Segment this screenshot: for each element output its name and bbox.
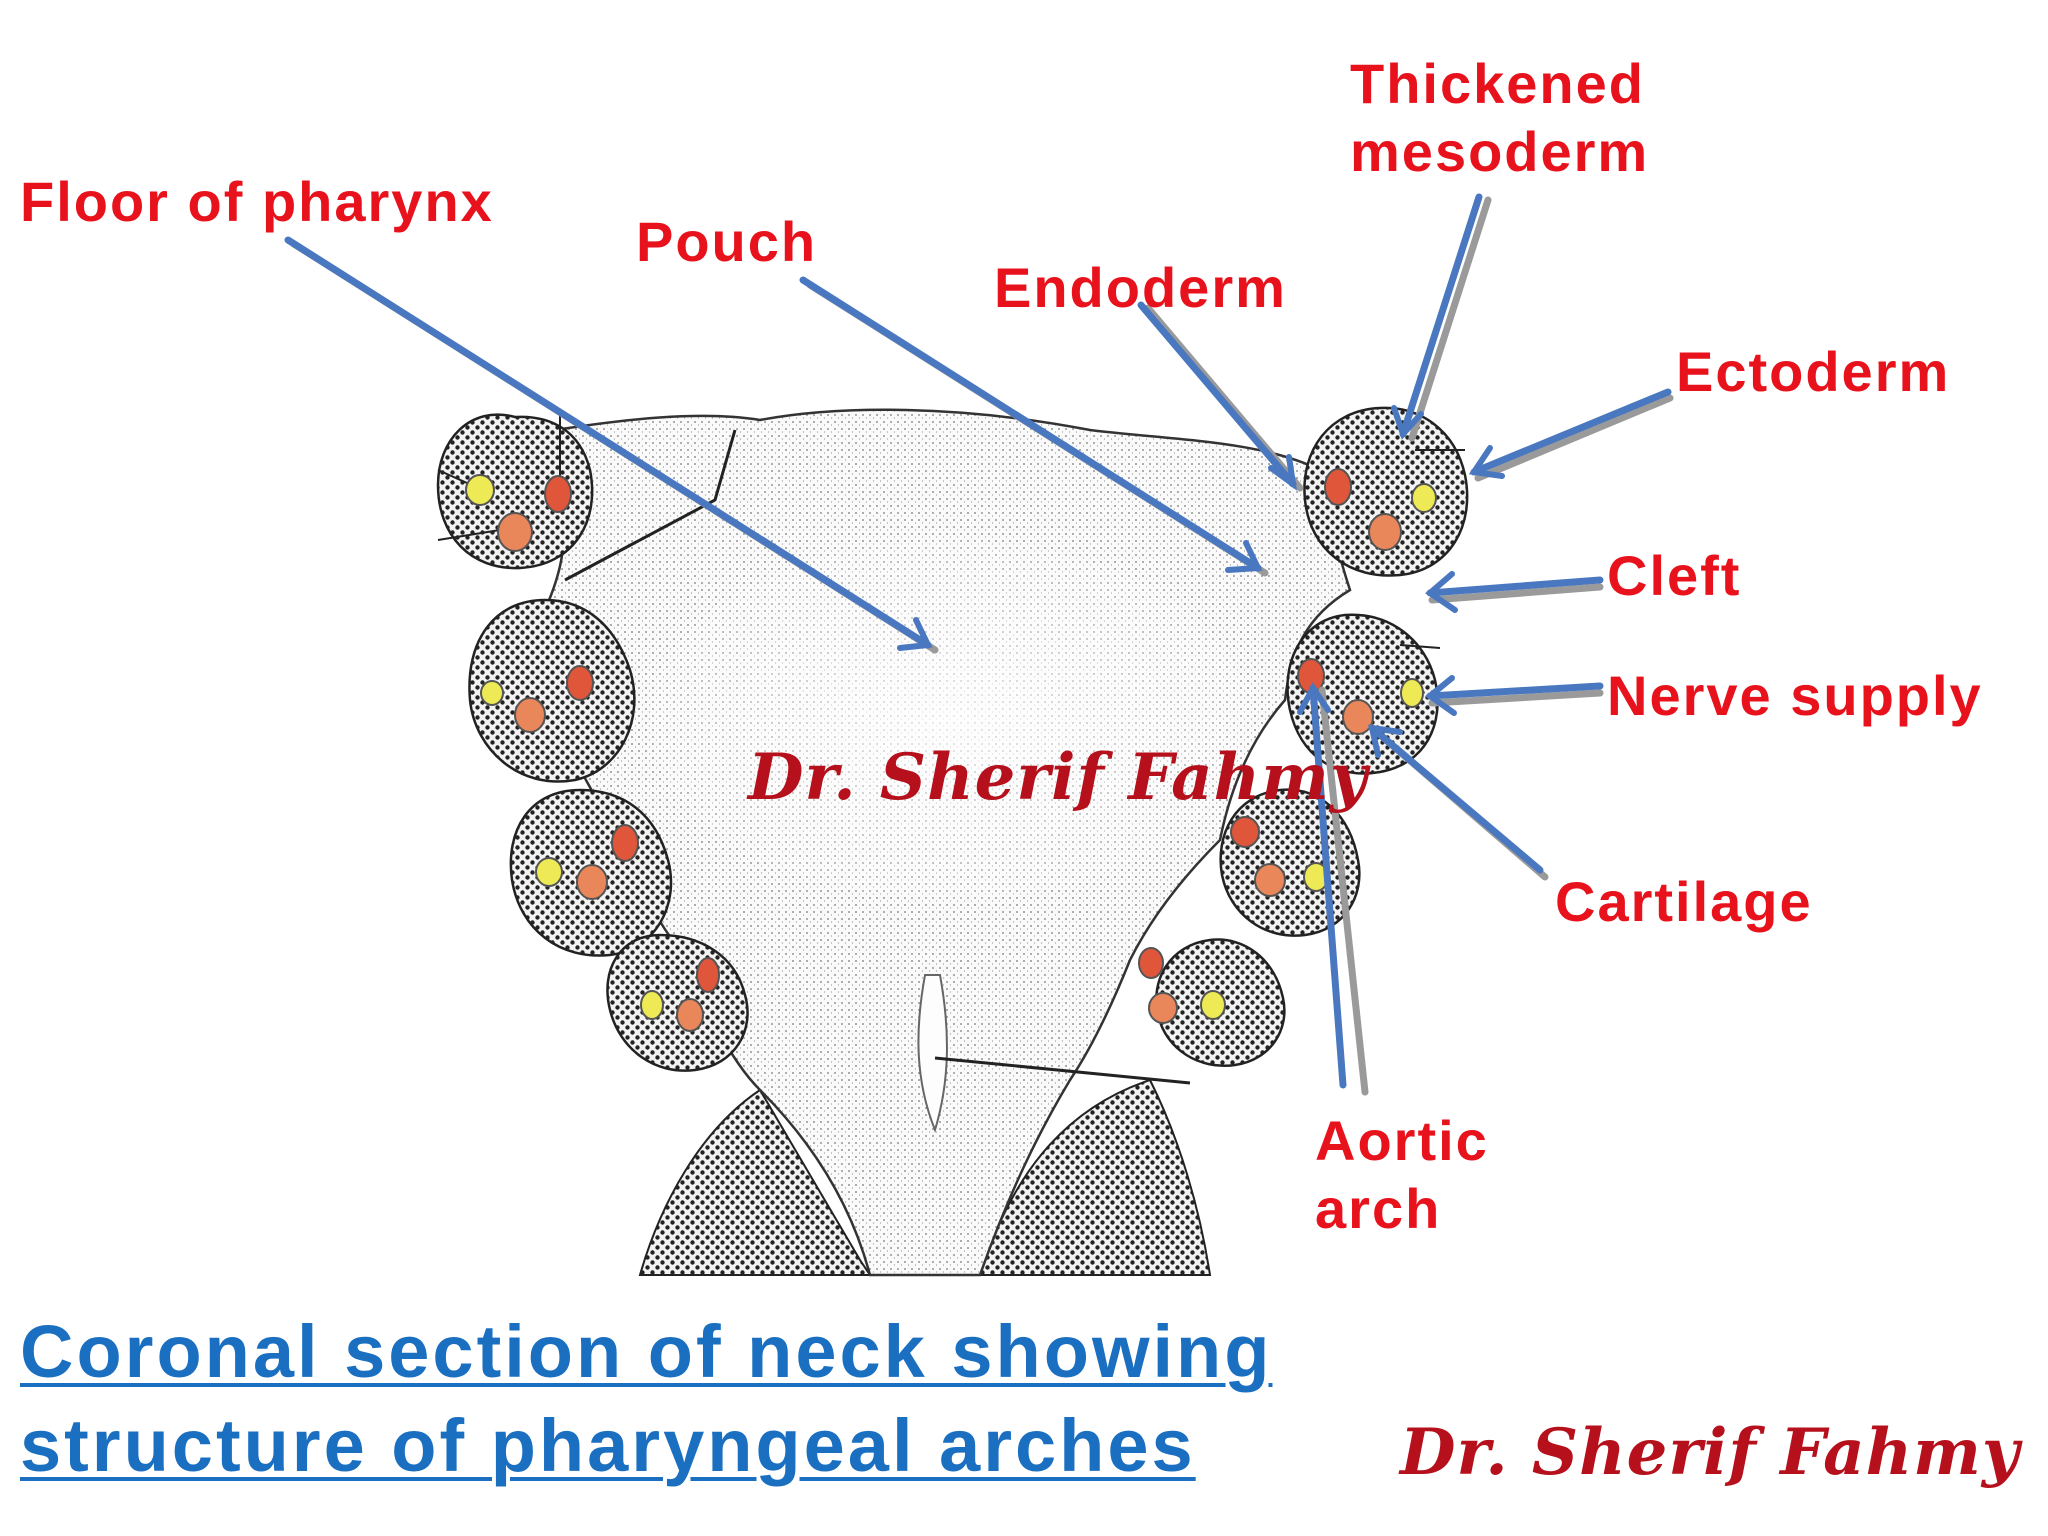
arrow-aortic-arch (1297, 682, 1369, 1096)
central-shading (650, 540, 1250, 900)
figure-caption: Coronal section of neck showing structur… (20, 1310, 1273, 1487)
right-arch-4-contents (1138, 947, 1226, 1024)
right-arch-tick-2 (1399, 644, 1441, 649)
label-nerve-supply: Nerve supply (1607, 664, 1983, 727)
arrow-endoderm (1137, 301, 1304, 492)
label-floor-of-pharynx: Floor of pharynx (20, 170, 494, 233)
watermark-bottom: Dr. Sherif Fahmy (1400, 1415, 2021, 1490)
left-arch-1 (436, 413, 594, 570)
arrow-pouch (799, 276, 1269, 577)
arrow-nerve-supply (1425, 675, 1604, 716)
right-arch-3-contents (1230, 816, 1329, 897)
label-pouch: Pouch (636, 210, 818, 273)
label-endoderm: Endoderm (994, 256, 1287, 319)
label-ectoderm: Ectoderm (1676, 340, 1951, 403)
arrow-cleft (1425, 571, 1604, 613)
label-aortic-arch: Aortic arch (1315, 1109, 1489, 1240)
left-arch-2 (468, 598, 636, 783)
slit-pointer-line (934, 1056, 1191, 1085)
left-upper-lines (564, 429, 737, 582)
left-arch-2-contents (480, 665, 594, 733)
watermark-center: Dr. Sherif Fahmy (748, 740, 1369, 815)
arrow-cartilage (1368, 724, 1549, 881)
right-arch-2-contents (1297, 658, 1424, 735)
arrow-thickened-mesoderm (1391, 193, 1492, 442)
arrow-floor-of-pharynx (284, 236, 939, 654)
label-cartilage: Cartilage (1555, 870, 1813, 933)
right-arch-1-contents (1324, 468, 1437, 551)
left-arch-3-contents (535, 824, 639, 900)
laryngeal-slit (917, 974, 948, 1134)
left-arch-tick-2 (437, 529, 501, 541)
left-arch-4-contents (640, 957, 720, 1032)
left-arch-1-contents (465, 474, 572, 552)
label-cleft: Cleft (1607, 544, 1742, 607)
label-thickened-mesoderm: Thickened mesoderm (1350, 52, 1650, 183)
arrow-ectoderm (1468, 388, 1674, 482)
